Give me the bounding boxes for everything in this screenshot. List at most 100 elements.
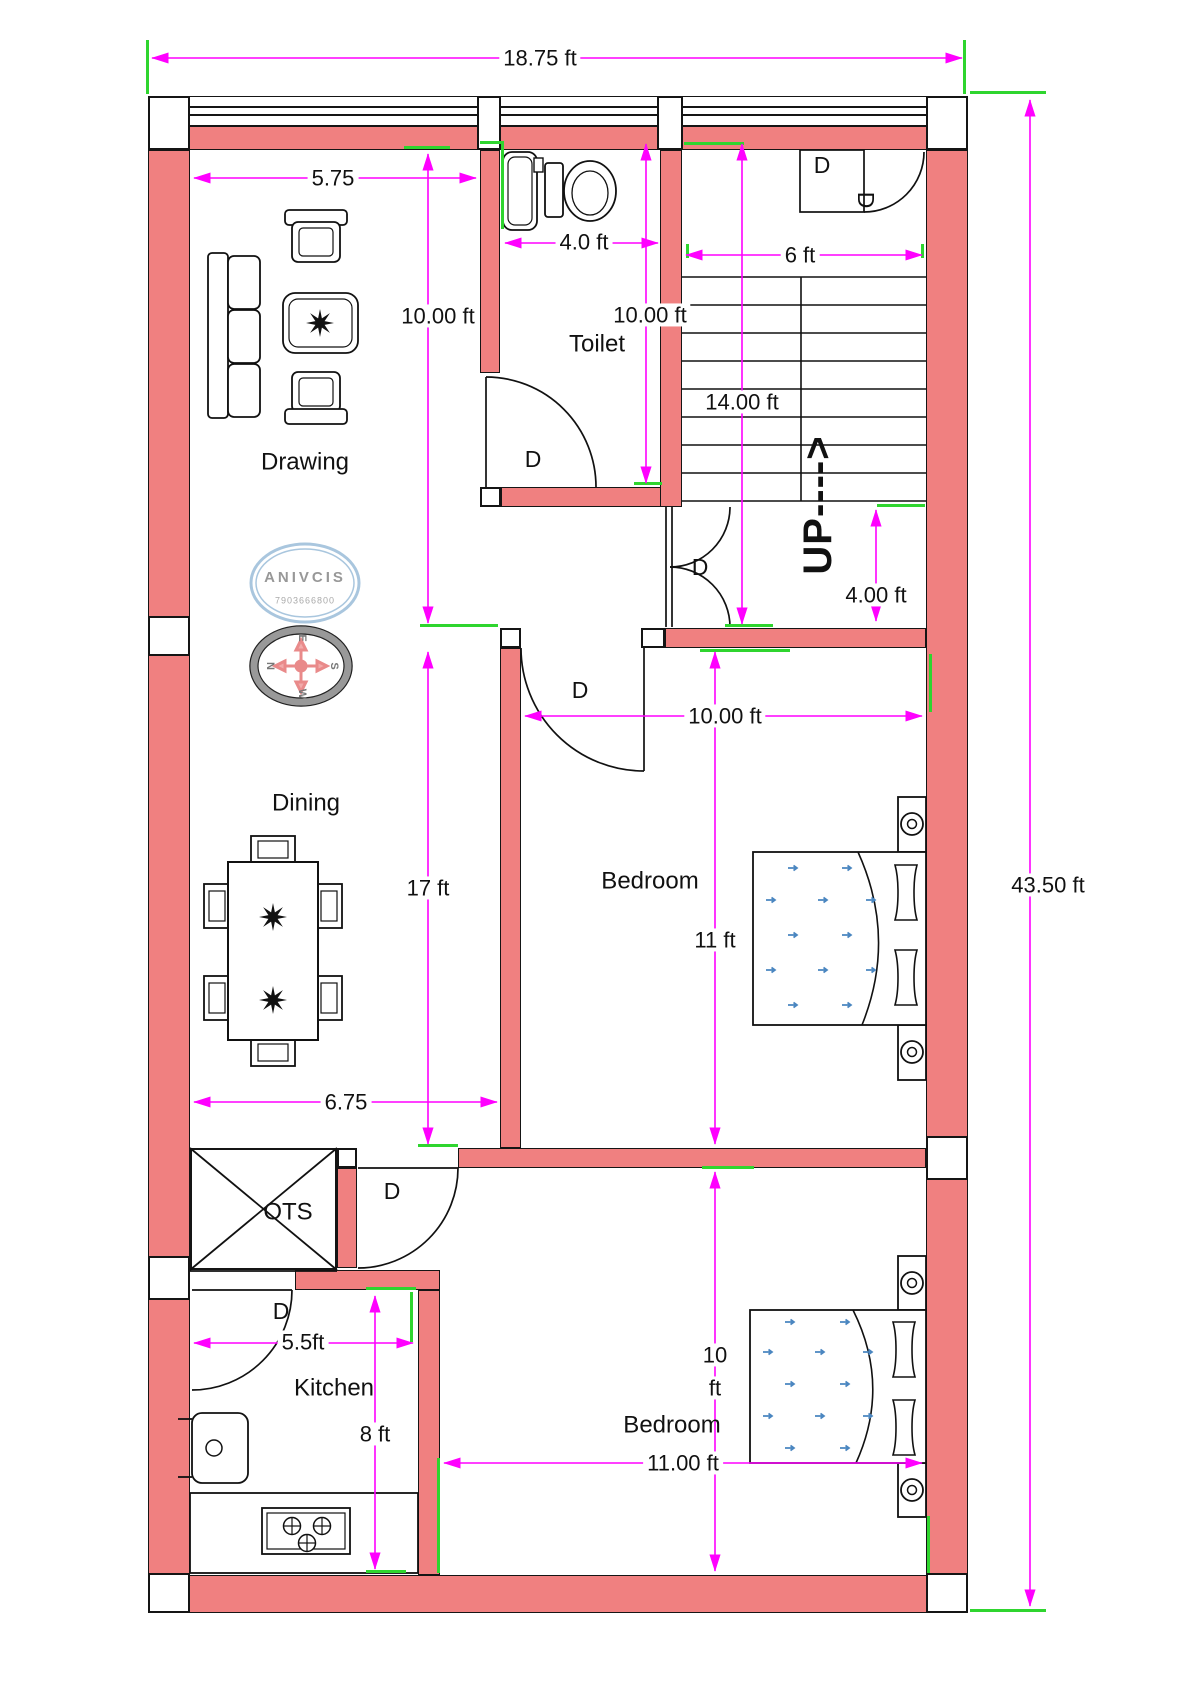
room-label-ots: OTS	[263, 1198, 313, 1226]
compass-s: S	[327, 662, 340, 670]
tick	[480, 141, 502, 144]
room-label-bedroom1: Bedroom	[601, 867, 699, 895]
room-label-bedroom2: Bedroom	[623, 1411, 721, 1439]
tick	[702, 1166, 754, 1169]
wall-middle	[665, 628, 926, 648]
logo-phone: 7903666800	[274, 595, 336, 606]
tick	[684, 142, 744, 145]
dim-overall-width: 18.75 ft	[499, 46, 581, 70]
stove	[261, 1507, 351, 1555]
tick	[725, 624, 773, 627]
column-toilet-door	[480, 487, 501, 507]
logo-oval	[249, 542, 361, 624]
stair-hall-door	[799, 149, 925, 213]
window-sill-line	[149, 106, 967, 108]
dim-bedroom1-height: 11 ft	[690, 928, 740, 952]
wall-bedroom-divider	[458, 1148, 926, 1168]
column-left-low	[148, 1256, 190, 1300]
doors	[190, 149, 925, 1391]
column-middle-a	[500, 628, 521, 648]
dim-bedroom2-height-unit: ft	[704, 1376, 726, 1400]
tick	[366, 1570, 406, 1573]
compass-e: E	[295, 634, 308, 642]
room-label-toilet: Toilet	[568, 330, 626, 358]
tick	[970, 1609, 1046, 1612]
door-label-toilet: D	[524, 445, 542, 472]
tick	[700, 649, 790, 652]
dim-bedroom2-height-value: 10	[698, 1343, 732, 1367]
tick	[404, 146, 450, 149]
column-right-mid	[926, 1136, 968, 1180]
dim-toilet-height: 10.00 ft	[609, 303, 691, 327]
ots-cross-icon	[189, 1147, 338, 1271]
compass-w: W	[295, 688, 308, 700]
door-label-bedroom2: D	[383, 1177, 401, 1204]
room-label-dining: Dining	[271, 789, 341, 817]
wall-toilet-stairs	[660, 150, 682, 507]
vestibule-double-door	[665, 506, 731, 628]
tick	[146, 40, 149, 94]
tick	[963, 40, 966, 94]
stairs-up-label: UP---->	[796, 435, 840, 575]
dim-bedroom2-width: 11.00 ft	[643, 1451, 723, 1475]
dim-dining-height: 17 ft	[402, 876, 454, 900]
column-bottom-left	[148, 1573, 190, 1613]
toilet-sink	[502, 151, 544, 231]
top-window-band	[148, 96, 968, 126]
tick	[929, 654, 932, 712]
toilet-wc	[544, 160, 617, 222]
tick	[927, 1516, 930, 1573]
armchair	[284, 371, 348, 425]
door-label-stair-hall-2: D	[853, 191, 880, 209]
tick	[877, 504, 925, 507]
wall-bottom	[148, 1575, 968, 1613]
column-top-2	[657, 96, 683, 150]
wall-dining-bedroom1	[500, 648, 521, 1148]
room-label-drawing: Drawing	[260, 448, 350, 476]
dim-dining-width: 6.75	[320, 1090, 372, 1114]
door-label-stair-hall: D	[813, 151, 831, 178]
tick	[410, 1292, 413, 1342]
wall-left	[148, 150, 190, 1575]
tick	[418, 1144, 458, 1147]
bedroom1-door	[520, 647, 645, 772]
dim-drawing-width: 5.75	[307, 166, 359, 190]
dim-toilet-width: 4.0 ft	[555, 230, 613, 254]
column-middle-b	[641, 628, 665, 648]
dim-stairs-width: 6 ft	[780, 243, 820, 267]
tick	[437, 1458, 440, 1573]
toilet-door	[485, 376, 597, 488]
tick	[970, 91, 1046, 94]
dim-overall-height: 43.50 ft	[1007, 873, 1089, 897]
dim-hall-width: 10.00 ft	[684, 704, 766, 728]
armchair	[284, 209, 348, 263]
dim-drawing-height: 10.00 ft	[397, 304, 479, 328]
wall-ots-stub	[337, 1168, 357, 1268]
dim-kitchen-height: 8 ft	[355, 1422, 395, 1446]
door-label-bedroom1: D	[571, 676, 589, 703]
kitchen-sink	[178, 1412, 249, 1484]
column-left-mid	[148, 616, 190, 656]
bedroom2-door	[357, 1167, 459, 1269]
wall-right	[926, 150, 968, 1575]
column-bottom-right	[926, 1573, 968, 1613]
compass-n: N	[263, 662, 276, 670]
tick	[501, 141, 504, 229]
column-top-left	[148, 96, 190, 150]
kitchen-counter	[189, 1492, 419, 1574]
tick	[366, 1287, 416, 1290]
wall-top	[148, 126, 968, 150]
column-top-right	[926, 96, 968, 150]
wall-drawing-toilet	[480, 150, 500, 373]
window-sill-line	[149, 114, 967, 116]
dim-landing: 4.00 ft	[841, 583, 911, 607]
door-label-vestibule: D	[691, 553, 709, 580]
dim-kitchen-width: 5.5ft	[277, 1330, 329, 1354]
sofa	[207, 252, 261, 419]
kitchen-door	[190, 1270, 337, 1391]
room-label-kitchen: Kitchen	[293, 1374, 375, 1402]
wall-kitchen-right	[418, 1290, 440, 1575]
dim-stairs-height: 14.00 ft	[701, 390, 783, 414]
